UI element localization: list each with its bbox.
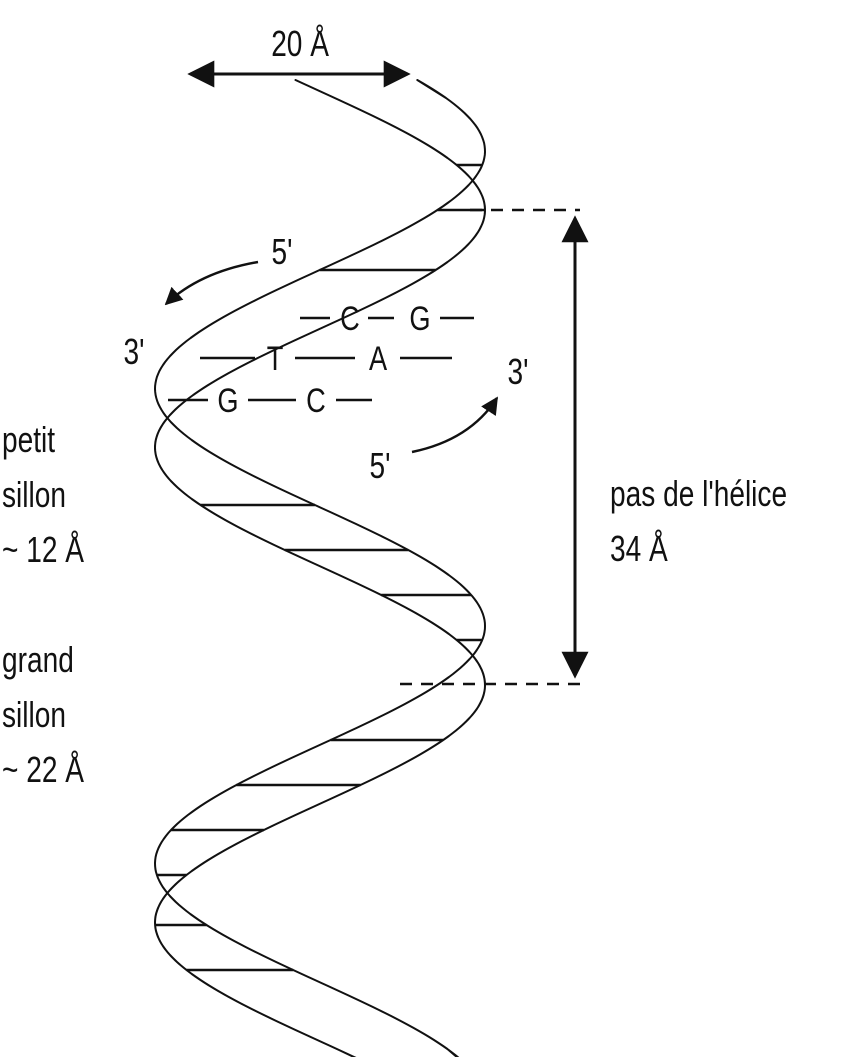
dark-backbone-strand	[154, 79, 486, 1057]
base-pair-3-right: C	[306, 381, 326, 420]
major-groove-line-1: grand	[2, 639, 74, 680]
helix-width-dimension: 20 Å	[187, 24, 411, 88]
base-pair-1-right: G	[409, 299, 430, 338]
base-pair-1-left: C	[340, 299, 360, 338]
base-pair-2-right: A	[369, 339, 388, 378]
helix-pitch-dimension	[400, 208, 589, 686]
light-strand-ribbon	[154, 79, 486, 1057]
minor-groove-line-2: sillon	[2, 474, 66, 515]
base-pair-rungs	[155, 163, 485, 972]
minor-groove-line-1: petit	[2, 419, 56, 460]
helix-pitch-line-1: pas de l'hélice	[610, 473, 788, 514]
top-strand-5-prime-label: 5'	[272, 232, 293, 272]
major-groove-label: grand sillon ~ 22 Å	[2, 632, 84, 797]
base-pair-2-left: T	[267, 339, 284, 378]
bottom-strand-3-prime-label: 3'	[508, 352, 529, 392]
dark-strand-ribbon	[154, 79, 486, 1057]
minor-groove-line-3: ~ 12 Å	[2, 529, 84, 570]
labelled-base-pairs: C G T A G C	[168, 299, 474, 420]
strand-direction-arrows	[164, 260, 499, 454]
minor-groove-label: petit sillon ~ 12 Å	[2, 412, 84, 577]
major-groove-line-3: ~ 22 Å	[2, 749, 84, 790]
helix-pitch-line-2: 34 Å	[610, 528, 668, 569]
major-groove-line-2: sillon	[2, 694, 66, 735]
helix-pitch-label: pas de l'hélice 34 Å	[610, 466, 787, 576]
base-pair-3-left: G	[217, 381, 238, 420]
bottom-strand-5-prime-label: 5'	[370, 446, 391, 486]
light-backbone-strand	[154, 79, 486, 1057]
helix-width-label: 20 Å	[271, 24, 329, 64]
top-strand-3-prime-label: 3'	[124, 332, 145, 372]
